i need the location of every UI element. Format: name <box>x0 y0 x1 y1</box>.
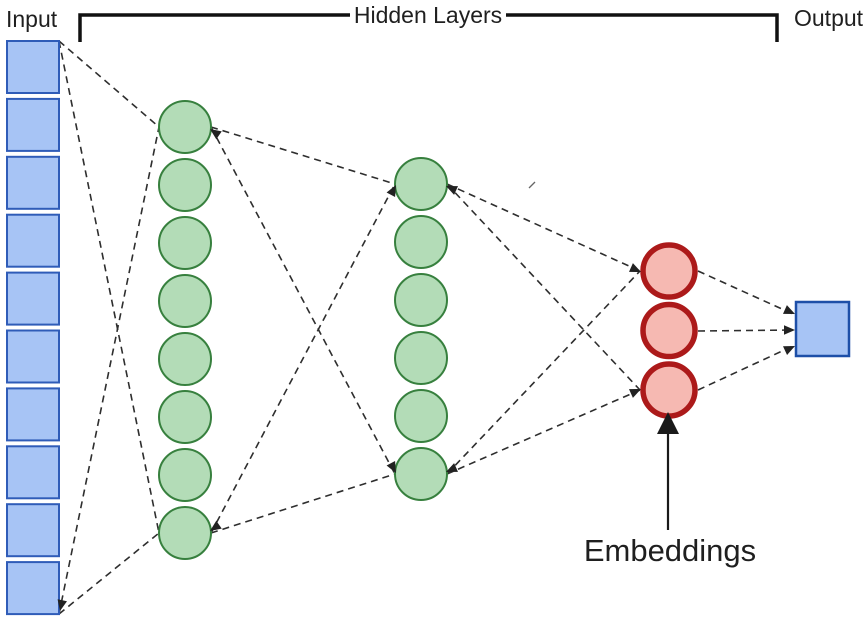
hidden-layers-bracket-left <box>78 13 350 42</box>
connector-arrowhead-icon <box>782 305 795 314</box>
embeddings-arrowhead-icon <box>657 412 679 434</box>
hidden2-node <box>394 447 448 501</box>
connector-arrowhead-icon <box>628 263 641 272</box>
connector-arrowhead-icon <box>210 520 222 531</box>
stray-mark <box>528 181 536 189</box>
embeddings-label: Embeddings <box>584 533 756 568</box>
hidden2-node <box>394 273 448 327</box>
hidden2-node <box>394 215 448 269</box>
connection-line <box>58 532 160 615</box>
input-node <box>6 387 60 442</box>
hidden-layers-label: Hidden Layers <box>354 2 502 28</box>
connection-line <box>210 183 396 534</box>
embedding-node <box>640 361 698 419</box>
connection-line <box>697 270 794 315</box>
connection-line <box>210 473 396 534</box>
connector-arrowhead-icon <box>783 346 795 355</box>
connection-line <box>446 183 641 272</box>
input-node <box>6 329 60 384</box>
connector-arrowhead-icon <box>446 463 459 472</box>
hidden1-node <box>158 506 212 560</box>
connection-line <box>446 270 641 475</box>
input-label: Input <box>6 6 58 32</box>
connector-arrowhead-icon <box>386 461 396 473</box>
hidden1-node <box>158 448 212 502</box>
input-node <box>6 561 60 616</box>
input-node <box>6 445 60 500</box>
output-layer <box>794 300 851 358</box>
output-label: Output <box>794 5 864 31</box>
hidden-layer-1 <box>158 100 212 560</box>
connection-line <box>697 345 794 391</box>
input-node <box>6 155 60 210</box>
connector-arrowhead-icon <box>57 599 67 611</box>
connection-line <box>210 126 396 185</box>
connector-arrowhead-icon <box>446 186 459 195</box>
hidden-layers-bracket-right <box>506 13 779 42</box>
output-node <box>794 300 851 358</box>
input-node <box>6 40 60 94</box>
connection-line <box>697 329 794 332</box>
embedding-node <box>640 301 698 360</box>
hidden2-node <box>394 157 448 211</box>
connection-line <box>210 126 396 475</box>
connector-arrowhead-icon <box>386 185 396 197</box>
connection-line <box>58 126 160 615</box>
hidden-layer-2 <box>394 157 448 501</box>
embedding-layer <box>640 242 698 419</box>
input-node <box>6 213 60 268</box>
hidden1-node <box>158 100 212 154</box>
input-node <box>6 271 60 326</box>
connector-arrowhead-icon <box>784 325 795 335</box>
input-node <box>6 503 60 558</box>
hidden1-node <box>158 216 212 270</box>
hidden2-node <box>394 331 448 385</box>
connector-arrowhead-icon <box>210 129 222 140</box>
input-layer <box>6 40 60 616</box>
connection-line <box>446 183 641 391</box>
hidden1-node <box>158 158 212 212</box>
hidden1-node <box>158 390 212 444</box>
hidden1-node <box>158 274 212 328</box>
connector-arrowhead-icon <box>628 389 641 398</box>
connection-line <box>58 40 160 128</box>
connection-line <box>446 389 641 475</box>
hidden2-node <box>394 389 448 443</box>
connection-lines <box>58 40 794 615</box>
arrowheads <box>57 129 795 611</box>
input-node <box>6 97 60 152</box>
hidden1-node <box>158 332 212 386</box>
embedding-node <box>640 242 698 300</box>
